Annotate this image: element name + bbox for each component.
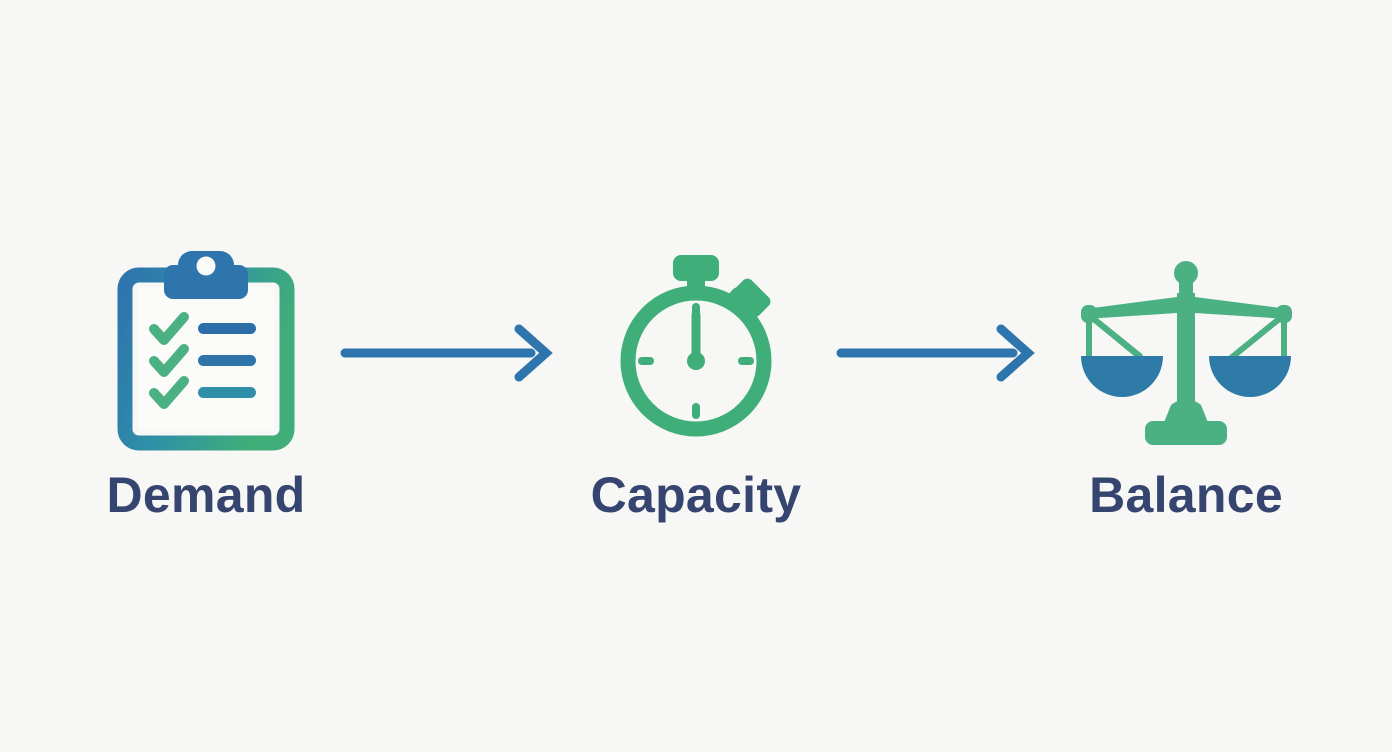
stage-capacity[interactable]: Capacity <box>566 248 826 520</box>
stage-label-demand: Demand <box>106 467 306 523</box>
capacity-icon-wrap <box>601 248 791 458</box>
stopwatch-icon <box>620 255 772 437</box>
balance-icon-wrap <box>1079 248 1294 458</box>
clipboard-checklist-icon <box>117 251 295 451</box>
stage-label-capacity: Capacity <box>590 467 802 523</box>
arrow-demand-to-capacity <box>336 248 566 458</box>
stage-demand[interactable]: Demand <box>76 248 336 520</box>
demand-icon-wrap <box>116 248 296 458</box>
stage-label-balance: Balance <box>1089 467 1283 523</box>
arrow-right-icon <box>836 324 1035 382</box>
balance-scale-icon <box>1080 261 1292 445</box>
arrow-capacity-to-balance <box>826 248 1056 458</box>
arrow-right-icon <box>340 324 553 382</box>
process-flow: Demand <box>0 248 1392 568</box>
stage-balance[interactable]: Balance <box>1056 248 1316 520</box>
